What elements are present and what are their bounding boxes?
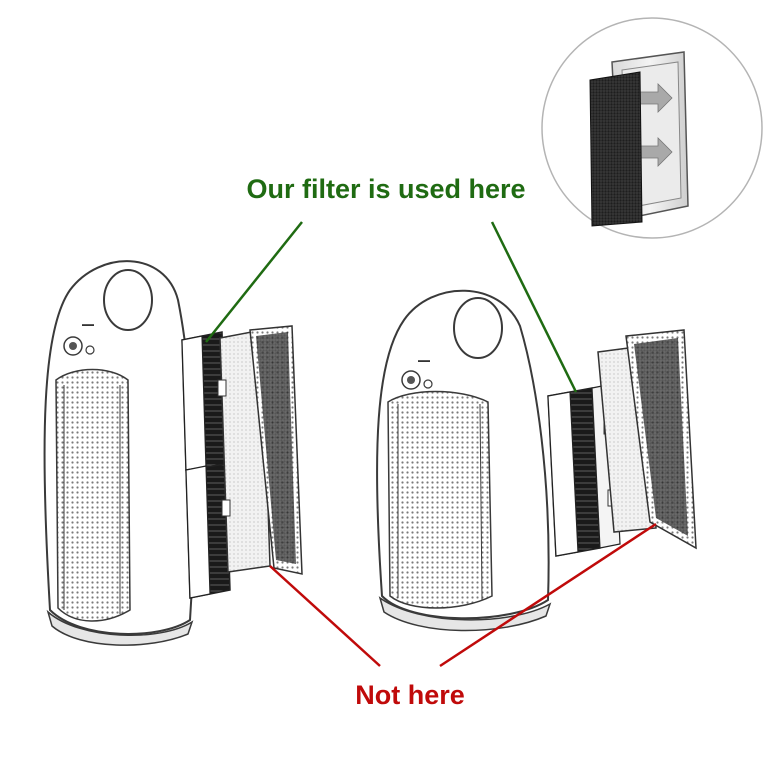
hepa-filter-left bbox=[181, 331, 231, 599]
brand-mark-right: ▬▬ bbox=[418, 358, 430, 364]
purifier-right: ▬▬ bbox=[376, 289, 697, 632]
label-used-here: Our filter is used here bbox=[246, 174, 525, 204]
purifier-left: ▬▬ bbox=[43, 260, 303, 646]
pointer-lines-not-here bbox=[269, 522, 657, 668]
label-not-here: Not here bbox=[355, 680, 465, 710]
carbon-panel-right bbox=[625, 329, 697, 550]
carbon-prefilter-with-arrows-icon bbox=[589, 51, 689, 227]
inset-circle bbox=[541, 17, 763, 239]
carbon-panel-left bbox=[249, 325, 303, 575]
pointer-lines-used bbox=[205, 221, 578, 393]
brand-mark-left: ▬▬ bbox=[82, 322, 94, 328]
